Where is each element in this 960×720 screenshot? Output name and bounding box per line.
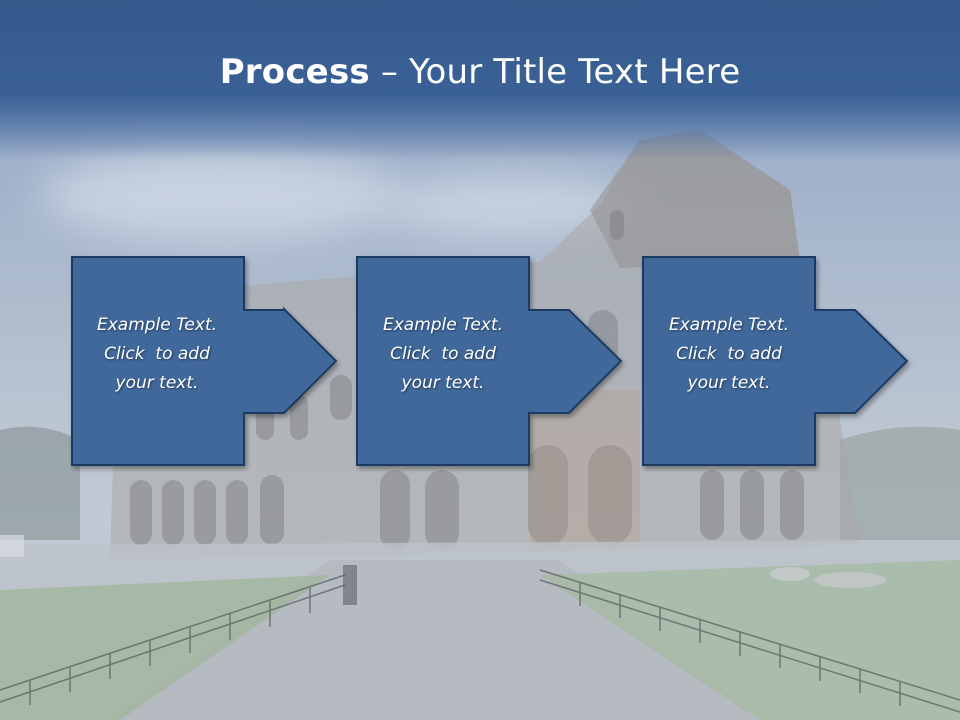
header-band <box>0 0 960 160</box>
step-3-line-3: your text. <box>687 373 771 393</box>
title-rest: – Your Title Text Here <box>369 52 741 92</box>
step-1-line-2: Click to add <box>104 344 210 364</box>
title-bold: Process <box>219 52 370 92</box>
step-2-line-3: your text. <box>401 373 485 393</box>
process-arrow-3[interactable] <box>631 250 921 480</box>
step-2-line-1: Example Text. <box>382 315 504 335</box>
step-1-line-1: Example Text. <box>96 315 218 335</box>
step-3-text[interactable]: Example Text. Click to add your text. <box>642 311 816 398</box>
step-1-text[interactable]: Example Text. Click to add your text. <box>70 311 244 398</box>
step-3-line-1: Example Text. <box>668 315 790 335</box>
cloud <box>40 150 400 240</box>
step-2-text[interactable]: Example Text. Click to add your text. <box>356 311 530 398</box>
process-arrow-1[interactable] <box>60 250 350 480</box>
step-2-line-2: Click to add <box>390 344 496 364</box>
slide-title[interactable]: Process – Your Title Text Here <box>0 52 960 92</box>
process-arrow-2[interactable] <box>345 250 635 480</box>
step-1-line-3: your text. <box>115 373 199 393</box>
step-3-line-2: Click to add <box>676 344 782 364</box>
